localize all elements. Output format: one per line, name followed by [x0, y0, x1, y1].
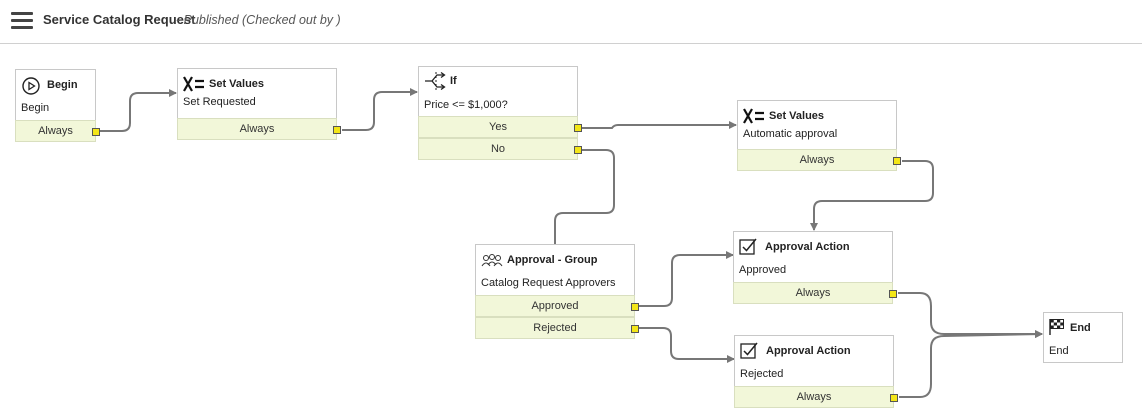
condition-label: Always	[239, 123, 275, 135]
exit-port[interactable]	[333, 126, 341, 134]
activity-approval-action-approved[interactable]: Approval Action Approved Always	[733, 231, 897, 304]
activity-description: Approved	[739, 264, 787, 276]
condition-label: Always	[799, 154, 835, 166]
set-values-icon	[183, 76, 204, 92]
workflow-title: Service Catalog Request	[43, 12, 196, 27]
activity-title: Set Values	[769, 110, 825, 122]
condition-always[interactable]: Always	[733, 282, 897, 304]
condition-label: No	[490, 143, 506, 155]
exit-port[interactable]	[631, 303, 639, 311]
exit-port[interactable]	[890, 394, 898, 402]
workflow-header: Service Catalog Request - Published (Che…	[0, 0, 1142, 44]
exit-port[interactable]	[574, 146, 582, 154]
connector-rejected-to-action-rejected	[639, 327, 735, 363]
condition-always[interactable]: Always	[737, 149, 901, 171]
connector-layer	[98, 88, 1043, 398]
branch-icon	[425, 71, 446, 91]
condition-approved[interactable]: Approved	[475, 295, 639, 317]
activity-end[interactable]: End End	[1043, 312, 1123, 363]
condition-always[interactable]: Always	[177, 118, 341, 140]
connector-set-requested-to-if	[342, 88, 418, 131]
workflow-status: - Published (Checked out by )	[176, 13, 341, 27]
exit-port[interactable]	[574, 124, 582, 132]
activity-title: Begin	[47, 79, 78, 91]
checkbox-icon	[739, 238, 757, 255]
condition-label: Yes	[489, 121, 507, 133]
activity-begin[interactable]: Begin Begin Always	[15, 69, 100, 142]
activity-description: End	[1049, 345, 1069, 357]
group-icon	[481, 254, 503, 267]
activity-description: Set Requested	[183, 96, 256, 108]
activity-description: Price <= $1,000?	[424, 99, 508, 111]
condition-label: Always	[796, 391, 832, 403]
exit-port[interactable]	[92, 128, 100, 136]
activity-approval-action-rejected[interactable]: Approval Action Rejected Always	[734, 335, 898, 408]
play-circle-icon	[22, 77, 40, 95]
exit-port[interactable]	[889, 290, 897, 298]
condition-label: Always	[795, 287, 831, 299]
activity-title: Approval Action	[765, 241, 850, 253]
activity-set-values-requested[interactable]: Set Values Set Requested Always	[177, 68, 341, 140]
activity-description: Catalog Request Approvers	[481, 277, 616, 289]
connector-action-approved-to-end	[898, 292, 1043, 338]
connector-begin-to-set-requested	[98, 89, 177, 132]
activity-approval-group[interactable]: Approval - Group Catalog Request Approve…	[475, 244, 639, 339]
checkbox-icon	[740, 342, 758, 359]
activity-description: Rejected	[740, 368, 784, 380]
activity-description: Begin	[21, 102, 50, 114]
activity-if[interactable]: If Price <= $1,000? Yes No	[418, 66, 582, 160]
connector-no-to-approval-group	[551, 149, 615, 288]
set-values-icon	[743, 108, 764, 124]
connector-approved-to-action-approved	[639, 251, 734, 307]
condition-always[interactable]: Always	[15, 120, 100, 142]
condition-label: Always	[38, 125, 73, 137]
connector-yes-to-set-auto	[582, 121, 737, 129]
activity-title: If	[450, 75, 457, 87]
condition-no[interactable]: No	[418, 138, 582, 160]
condition-always[interactable]: Always	[734, 386, 898, 408]
activity-description: Automatic approval	[743, 128, 838, 140]
hamburger-menu-icon[interactable]	[11, 12, 33, 30]
activity-set-values-automatic[interactable]: Set Values Automatic approval Always	[737, 100, 901, 171]
condition-rejected[interactable]: Rejected	[475, 317, 639, 339]
condition-label: Rejected	[533, 322, 577, 334]
activity-title: Approval - Group	[507, 254, 598, 266]
workflow-canvas[interactable]: Begin Begin Always Set Values Set Reques…	[0, 44, 1142, 420]
condition-yes[interactable]: Yes	[418, 116, 582, 138]
activity-title: End	[1070, 322, 1091, 334]
condition-label: Approved	[531, 300, 579, 312]
activity-title: Set Values	[209, 78, 265, 90]
connector-set-auto-to-action-approved	[810, 160, 934, 231]
exit-port[interactable]	[893, 157, 901, 165]
checkered-flag-icon	[1049, 319, 1064, 335]
exit-port[interactable]	[631, 325, 639, 333]
activity-title: Approval Action	[766, 345, 851, 357]
connector-action-rejected-to-end	[899, 330, 1043, 398]
